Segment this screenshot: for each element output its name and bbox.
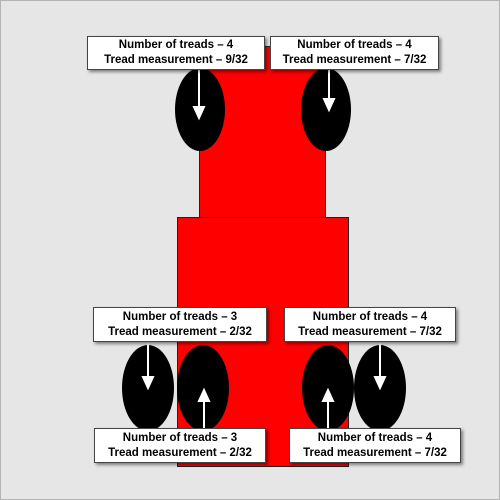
tread-measurement-text: Tread measurement – 7/32 [298, 325, 442, 338]
tread-measurement-text: Tread measurement – 2/32 [108, 325, 252, 338]
arrow-rear-left-inner [197, 387, 211, 429]
tread-measurement-text: Tread measurement – 7/32 [303, 446, 447, 459]
arrow-front-right [322, 66, 336, 113]
tread-count-text: Number of treads – 3 [122, 431, 238, 444]
front-right-tire-label: Number of treads – 4 Tread measurement –… [270, 36, 439, 70]
rear-left-outer-tire-label: Number of treads – 3 Tread measurement –… [93, 307, 267, 342]
arrow-rear-right-outer [373, 343, 387, 391]
rear-left-inner-tire-label: Number of treads – 3 Tread measurement –… [94, 428, 266, 463]
rear-right-inner-tire-label: Number of treads – 4 Tread measurement –… [289, 428, 461, 463]
tread-measurement-text: Tread measurement – 7/32 [282, 54, 427, 66]
rear-right-outer-tire-label: Number of treads – 4 Tread measurement –… [284, 307, 456, 342]
front-right-wheel [301, 68, 351, 151]
tread-count-text: Number of treads – 4 [317, 431, 433, 444]
front-left-tire-label: Number of treads – 4 Tread measurement –… [87, 36, 265, 70]
tread-count-text: Number of treads – 4 [297, 39, 412, 51]
tread-count-text: Number of treads – 3 [122, 310, 238, 323]
arrow-rear-right-inner [321, 387, 335, 429]
tread-measurement-text: Tread measurement – 9/32 [104, 54, 248, 66]
arrow-front-left [192, 66, 206, 121]
tread-count-text: Number of treads – 4 [312, 310, 428, 323]
tread-measurement-text: Tread measurement – 2/32 [108, 446, 252, 459]
arrow-rear-left-outer [141, 343, 155, 391]
tread-count-text: Number of treads – 4 [118, 39, 234, 51]
